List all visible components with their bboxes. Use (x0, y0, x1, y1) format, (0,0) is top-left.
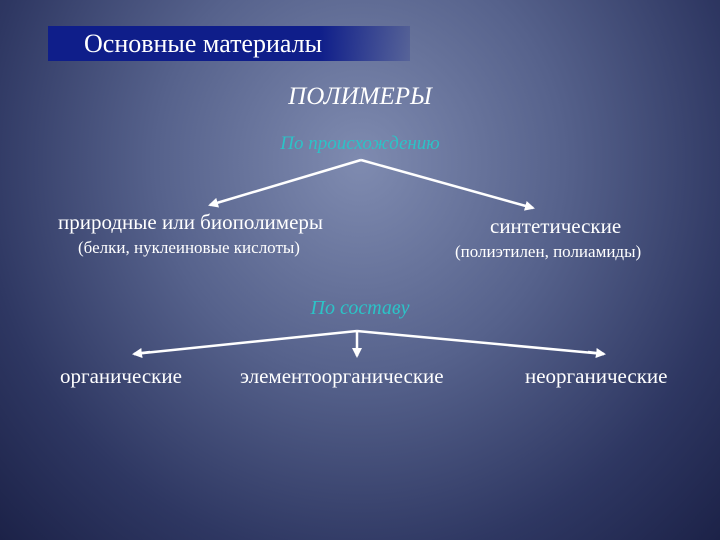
slide-title: Основные материалы (84, 29, 323, 58)
node-synthetic: синтетические (490, 214, 622, 238)
comp-bar-left (133, 329, 358, 356)
arrow-to-inorganic (587, 348, 606, 358)
node-elementorganic: элементоорганические (240, 364, 444, 388)
heading-polymers: ПОЛИМЕРЫ (288, 83, 432, 110)
node-natural-examples: (белки, нуклеиновые кислоты) (78, 238, 300, 257)
node-natural: природные или биополимеры (58, 210, 324, 234)
classification-by-composition: По составу (310, 297, 410, 319)
arrow-to-natural (208, 158, 362, 208)
classification-by-origin: По происхождению (280, 133, 440, 154)
title-bar (48, 26, 410, 61)
node-inorganic: неорганические (525, 364, 668, 388)
node-organic: органические (60, 364, 182, 388)
arrow-to-organic (132, 348, 151, 358)
arrow-to-synthetic (360, 158, 535, 211)
comp-bar-right (356, 329, 605, 356)
node-synthetic-examples: (полиэтилен, полиамиды) (455, 242, 642, 261)
